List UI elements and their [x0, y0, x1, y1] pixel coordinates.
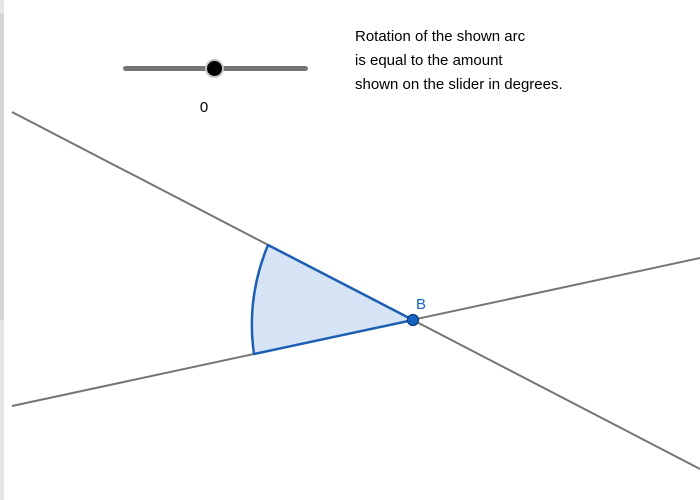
scrollbar[interactable] [0, 0, 4, 500]
slider-value: 0 [199, 99, 209, 116]
point-b-label: B [416, 296, 427, 313]
caption-line: Rotation of the shown arc [355, 28, 526, 45]
scrollbar-thumb[interactable] [0, 14, 4, 320]
caption-line: shown on the slider in degrees. [355, 76, 563, 93]
angle-sector[interactable] [250, 243, 415, 356]
point-b[interactable] [406, 313, 420, 327]
caption-line: is equal to the amount [355, 52, 503, 69]
caption-text: Rotation of the shown arc is equal to th… [355, 25, 563, 97]
slider-handle[interactable] [207, 61, 222, 76]
